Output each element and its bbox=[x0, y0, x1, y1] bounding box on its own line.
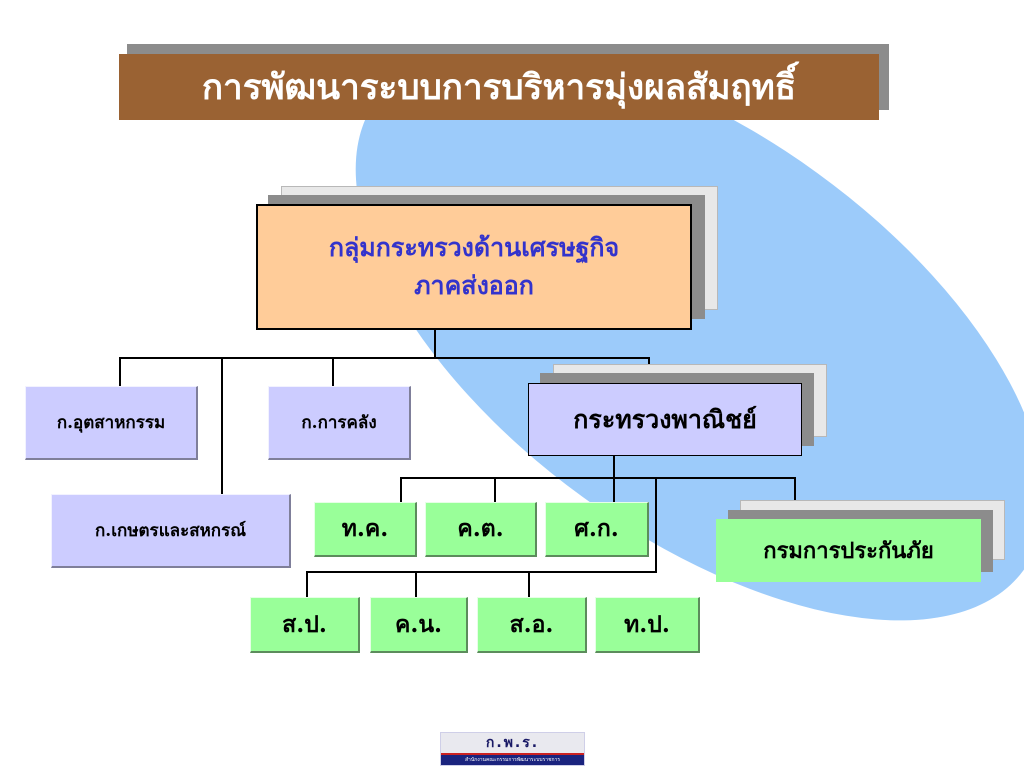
department-kt: ค.ต. bbox=[425, 502, 537, 557]
department-tk: ท.ค. bbox=[314, 502, 417, 557]
ministry-agriculture: ก.เกษตรและสหกรณ์ bbox=[51, 494, 291, 568]
slide-title: การพัฒนาระบบการบริหารมุ่งผลสัมฤทธิ์ bbox=[119, 54, 879, 120]
ministry-industry: ก.อุตสาหกรรม bbox=[25, 386, 198, 460]
department-sk: ศ.ก. bbox=[545, 502, 649, 557]
logo-caption: สำนักงานคณะกรรมการพัฒนาระบบราชการ bbox=[441, 755, 584, 765]
department-tp: ท.ป. bbox=[595, 597, 700, 653]
logo-red-stripe bbox=[441, 753, 584, 755]
ministry-finance: ก.การคลัง bbox=[268, 386, 411, 460]
top-box-line2: ภาคส่งออก bbox=[414, 271, 534, 300]
top-box-line1: กลุ่มกระทรวงด้านเศรษฐกิจ bbox=[328, 233, 620, 262]
department-so: ส.อ. bbox=[477, 597, 587, 653]
department-sp: ส.ป. bbox=[250, 597, 360, 653]
top-box: กลุ่มกระทรวงด้านเศรษฐกิจ ภาคส่งออก bbox=[256, 204, 692, 330]
ministry-commerce: กระทรวงพาณิชย์ bbox=[528, 383, 802, 456]
logo-abbr: ก.พ.ร. bbox=[441, 733, 584, 753]
department-insurance: กรมการประกันภัย bbox=[716, 519, 981, 582]
opdc-logo: ก.พ.ร. สำนักงานคณะกรรมการพัฒนาระบบราชการ bbox=[440, 732, 585, 766]
department-kn: ค.น. bbox=[370, 597, 468, 653]
